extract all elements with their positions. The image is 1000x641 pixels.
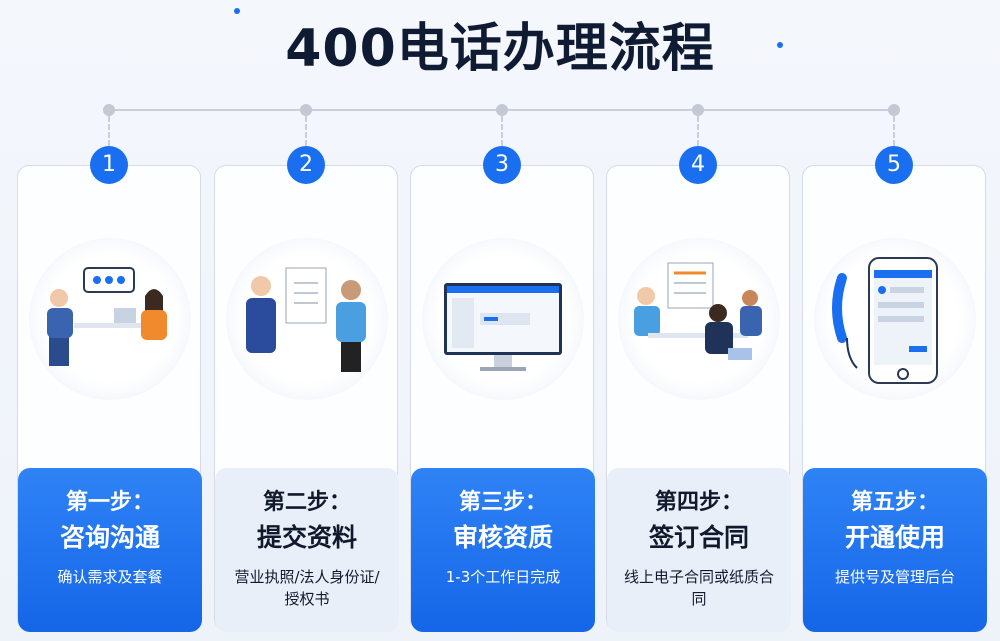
step-description: 确认需求及套餐 xyxy=(57,568,163,586)
step-number-badge: 2 xyxy=(287,146,325,184)
timeline-node xyxy=(888,104,900,116)
step-description: 营业执照/法人身份证/授权书 xyxy=(234,568,380,608)
decor-dot xyxy=(234,8,240,14)
step-ordinal: 第三步： xyxy=(458,490,547,515)
step-ordinal: 第五步： xyxy=(850,490,939,515)
step-label-panel: 第五步： 开通使用 提供号及管理后台 xyxy=(803,468,987,632)
step-name: 咨询沟通 xyxy=(59,523,160,552)
step-label-panel: 第一步： 咨询沟通 确认需求及套餐 xyxy=(18,468,202,632)
step-number-badge: 1 xyxy=(90,146,128,184)
step-ordinal: 第二步： xyxy=(262,490,351,515)
document-submit-illustration xyxy=(226,238,388,400)
step-label-panel: 第四步： 签订合同 线上电子合同或纸质合同 xyxy=(607,468,791,632)
monitor-review-illustration xyxy=(422,238,584,400)
step-card: 第五步： 开通使用 提供号及管理后台 xyxy=(802,165,987,632)
step-name: 提交资料 xyxy=(256,523,357,552)
step-card: 第二步： 提交资料 营业执照/法人身份证/授权书 xyxy=(214,165,399,632)
timeline-node xyxy=(496,104,508,116)
timeline-connector xyxy=(305,116,307,146)
step-card: 第四步： 签订合同 线上电子合同或纸质合同 xyxy=(606,165,791,632)
step-name: 签订合同 xyxy=(648,523,749,552)
step-description: 提供号及管理后台 xyxy=(834,568,955,586)
step-label-panel: 第二步： 提交资料 营业执照/法人身份证/授权书 xyxy=(215,468,399,632)
timeline-node xyxy=(103,104,115,116)
consultation-illustration xyxy=(29,238,191,400)
page-title: 400电话办理流程 xyxy=(285,19,715,79)
step-card: 第一步： 咨询沟通 确认需求及套餐 xyxy=(17,165,202,632)
timeline-node xyxy=(300,104,312,116)
timeline-node xyxy=(692,104,704,116)
step-description: 1-3个工作日完成 xyxy=(445,568,561,586)
step-ordinal: 第一步： xyxy=(65,490,154,515)
timeline-connector xyxy=(501,116,503,146)
step-name: 审核资质 xyxy=(452,523,553,552)
step-number-badge: 3 xyxy=(483,146,521,184)
step-description: 线上电子合同或纸质合同 xyxy=(623,568,774,608)
timeline-connector xyxy=(697,116,699,146)
step-label-panel: 第三步： 审核资质 1-3个工作日完成 xyxy=(411,468,595,632)
step-name: 开通使用 xyxy=(844,523,945,552)
step-ordinal: 第四步： xyxy=(654,490,743,515)
contract-meeting-illustration xyxy=(618,238,780,400)
step-number-badge: 4 xyxy=(679,146,717,184)
decor-dot xyxy=(777,42,783,48)
phone-activation-illustration xyxy=(814,238,976,400)
timeline-connector xyxy=(893,116,895,146)
step-number-badge: 5 xyxy=(875,146,913,184)
timeline-connector xyxy=(108,116,110,146)
step-card: 第三步： 审核资质 1-3个工作日完成 xyxy=(410,165,595,632)
